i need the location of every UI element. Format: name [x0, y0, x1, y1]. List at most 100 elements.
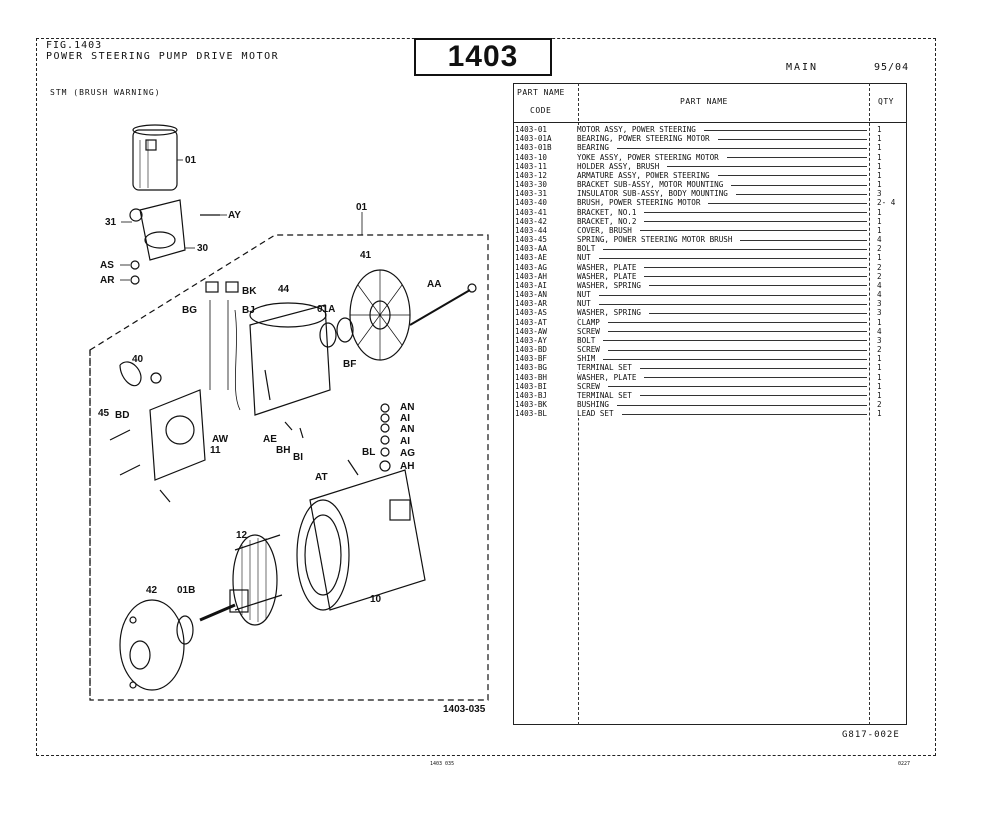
part-qty: 3 — [877, 189, 882, 199]
part-name-text: SCREW — [577, 345, 602, 355]
part-code: 1403-BF — [515, 354, 548, 364]
page-ref-right: 0227 — [898, 761, 911, 767]
svg-text:AN: AN — [400, 402, 414, 413]
part-name: SCREW — [577, 381, 867, 391]
column-divider — [869, 83, 870, 725]
part-qty: 1 — [877, 372, 882, 382]
svg-text:AT: AT — [315, 472, 328, 483]
svg-text:01A: 01A — [317, 304, 335, 315]
part-qty: 1 — [877, 253, 882, 263]
svg-text:AN: AN — [400, 424, 414, 435]
part-qty: 1 — [877, 225, 882, 235]
part-qty: 1 — [877, 354, 882, 364]
part-qty: 4 — [877, 280, 882, 290]
applicability-note: STM (BRUSH WARNING) — [50, 88, 161, 97]
part-name: NUT — [577, 299, 867, 309]
part-name-text: BUSHING — [577, 400, 612, 410]
svg-text:01: 01 — [356, 202, 368, 213]
part-name-text: BEARING — [577, 143, 612, 153]
svg-text:41: 41 — [360, 250, 372, 261]
svg-text:40: 40 — [132, 354, 144, 365]
svg-text:AI: AI — [400, 436, 410, 447]
part-code: 1403-BJ — [515, 390, 548, 400]
part-qty: 3 — [877, 335, 882, 345]
page-ref-left: 1403 035 — [430, 761, 455, 767]
part-qty: 1 — [877, 390, 882, 400]
part-name-text: MOTOR ASSY, POWER STEERING — [577, 125, 698, 134]
part-name-text: WASHER, PLATE — [577, 262, 639, 272]
motor-assy-drawing — [132, 129, 178, 191]
bracket-no2-drawing — [119, 599, 185, 691]
catalog-code: G817-002E — [842, 730, 900, 740]
part-qty: 2 — [877, 244, 882, 254]
part-code: 1403-31 — [515, 189, 548, 199]
part-name: NUT — [577, 253, 867, 263]
part-name: WASHER, SPRING — [577, 308, 867, 318]
part-qty: 1 — [877, 363, 882, 373]
part-name: SCREW — [577, 326, 867, 336]
part-name-text: SCREW — [577, 326, 602, 336]
part-name-text: TERMINAL SET — [577, 363, 634, 373]
table-row: 1403-01B BEARING 1 — [515, 143, 907, 153]
part-qty: 1 — [877, 207, 882, 217]
part-code: 1403-AA — [515, 244, 548, 254]
part-name: TERMINAL SET — [577, 363, 867, 373]
part-qty: 2- 4 — [877, 198, 896, 208]
part-name: SPRING, POWER STEERING MOTOR BRUSH — [577, 235, 867, 245]
part-code: 1403-AR — [515, 299, 548, 309]
part-name: LEAD SET — [577, 409, 867, 419]
armature-drawing — [232, 534, 278, 626]
svg-text:AY: AY — [228, 210, 241, 221]
part-name-text: BOLT — [577, 335, 598, 345]
part-name-text: BRUSH, POWER STEERING MOTOR — [577, 198, 703, 208]
svg-text:BI: BI — [293, 452, 303, 463]
part-name: BOLT — [577, 335, 867, 345]
header-qty: QTY — [878, 97, 894, 106]
part-qty: 1 — [877, 125, 882, 134]
part-qty: 1 — [877, 143, 882, 153]
part-name: BRACKET, NO.1 — [577, 207, 867, 217]
part-code: 1403-AT — [515, 317, 548, 327]
part-name-text: NUT — [577, 299, 593, 309]
part-name-text: WASHER, SPRING — [577, 308, 644, 318]
header-part-name: PART NAME — [680, 97, 728, 106]
svg-text:BK: BK — [242, 286, 257, 297]
part-code: 1403-42 — [515, 216, 548, 226]
part-code: 1403-AS — [515, 308, 548, 318]
svg-text:01B: 01B — [177, 585, 195, 596]
part-name-text: SPRING, POWER STEERING MOTOR BRUSH — [577, 235, 735, 245]
part-code: 1403-40 — [515, 198, 548, 208]
part-name-text: CLAMP — [577, 317, 602, 327]
part-qty: 1 — [877, 180, 882, 190]
part-qty: 4 — [877, 326, 882, 336]
part-qty: 1 — [877, 161, 882, 171]
part-code: 1403-01B — [515, 143, 552, 153]
part-qty: 1 — [877, 409, 882, 419]
figure-number: FIG.1403 — [46, 40, 103, 51]
part-code: 1403-11 — [515, 161, 548, 171]
part-name: BEARING — [577, 143, 867, 153]
part-code: 1403-AW — [515, 326, 548, 336]
brush-holder-drawing — [149, 389, 206, 481]
part-name-text: WASHER, PLATE — [577, 271, 639, 281]
header-rule — [513, 122, 907, 123]
part-name-text: SCREW — [577, 381, 602, 391]
